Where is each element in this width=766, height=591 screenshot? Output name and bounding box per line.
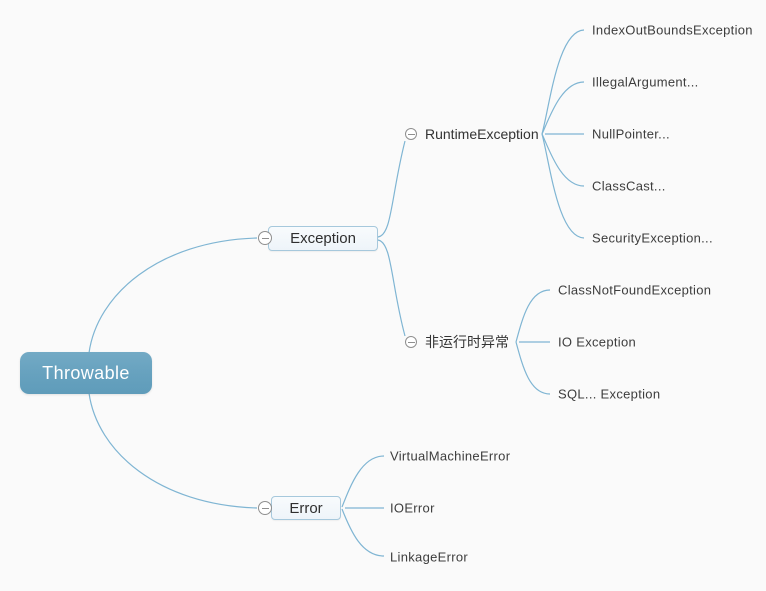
node-non-runtime-exception[interactable]: 非运行时异常 bbox=[425, 334, 509, 350]
leaf-node[interactable]: IndexOutBoundsException bbox=[592, 22, 753, 38]
leaf-node[interactable]: IllegalArgument... bbox=[592, 74, 699, 90]
minus-glyph bbox=[407, 133, 415, 135]
leaf-node[interactable]: LinkageError bbox=[390, 549, 469, 565]
leaf-node[interactable]: IO Exception bbox=[558, 334, 637, 350]
connector-nonruntime-child-2 bbox=[515, 341, 551, 395]
leaf-node[interactable]: ClassCast... bbox=[592, 178, 666, 194]
connector-runtime-child-1 bbox=[541, 81, 585, 135]
node-throwable[interactable]: Throwable bbox=[20, 352, 152, 394]
node-exception[interactable]: Exception bbox=[268, 226, 378, 251]
minus-glyph bbox=[261, 507, 269, 509]
connector-nonruntime-child-0 bbox=[515, 289, 551, 343]
connector-error-child-0 bbox=[341, 455, 385, 508]
leaf-node[interactable]: ClassNotFoundException bbox=[558, 282, 712, 298]
collapse-minus-icon[interactable] bbox=[258, 501, 272, 515]
connector-exception-nonruntime bbox=[377, 239, 406, 337]
minus-glyph bbox=[261, 237, 269, 239]
leaf-node[interactable]: NullPointer... bbox=[592, 126, 670, 142]
leaf-node[interactable]: IOError bbox=[390, 500, 435, 516]
connector-runtime-child-3 bbox=[541, 133, 585, 187]
connector-runtime-child-0 bbox=[541, 29, 585, 135]
connector-runtime-child-4 bbox=[541, 133, 585, 239]
connector-throwable-exception bbox=[88, 237, 258, 354]
node-runtime-exception[interactable]: RuntimeException bbox=[425, 126, 539, 142]
node-error[interactable]: Error bbox=[271, 496, 341, 520]
leaf-node[interactable]: SQL... Exception bbox=[558, 386, 661, 402]
connector-throwable-error bbox=[88, 392, 258, 509]
collapse-minus-icon[interactable] bbox=[405, 128, 417, 140]
minus-glyph bbox=[407, 341, 415, 343]
collapse-minus-icon[interactable] bbox=[405, 336, 417, 348]
leaf-node[interactable]: VirtualMachineError bbox=[390, 448, 511, 464]
collapse-minus-icon[interactable] bbox=[258, 231, 272, 245]
leaf-node[interactable]: SecurityException... bbox=[592, 230, 713, 246]
connector-error-child-2 bbox=[341, 508, 385, 557]
connector-exception-runtime bbox=[377, 140, 406, 238]
